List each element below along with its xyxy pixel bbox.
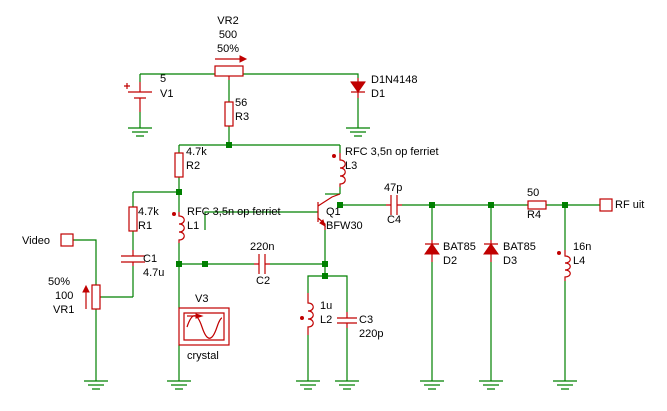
ground-icon: [553, 380, 577, 390]
c2-name: C2: [256, 275, 270, 287]
v3-part: crystal: [187, 350, 219, 362]
d1-part: D1N4148: [371, 74, 417, 86]
r2-name: R2: [186, 160, 200, 172]
inductor-l2-symbol: [300, 293, 314, 335]
inductor-l1-symbol: [172, 212, 185, 243]
l2-value: 1u: [320, 300, 332, 312]
ground-icon: [346, 127, 370, 137]
d3-name: D3: [503, 255, 517, 267]
resistor-r4-symbol: [527, 200, 547, 210]
q1-name: Q1: [326, 206, 341, 218]
l4-name: L4: [573, 255, 585, 267]
ground-icon: [479, 380, 503, 390]
vr1-value: 100: [55, 290, 73, 302]
diode-d2-symbol: [424, 240, 440, 262]
c2-value: 220n: [250, 241, 274, 253]
video-input-port[interactable]: [60, 233, 74, 247]
crystal-v3-symbol: [178, 307, 230, 346]
v3-name: V3: [195, 293, 208, 305]
l1-name: L1: [187, 220, 199, 232]
d3-part: BAT85: [503, 241, 536, 253]
ground-icon: [84, 380, 108, 390]
wires: [73, 73, 600, 381]
capacitor-c1-symbol: [121, 250, 145, 266]
d2-name: D2: [443, 255, 457, 267]
capacitor-c4-symbol: [386, 195, 402, 215]
inductor-l4-symbol: [557, 250, 571, 281]
c1-name: C1: [143, 253, 157, 265]
c4-name: C4: [387, 214, 401, 226]
r3-value: 56: [235, 97, 247, 109]
c3-name: C3: [359, 314, 373, 326]
vr2-value: 500: [219, 29, 237, 41]
l3-value: RFC 3,5n op ferriet: [345, 146, 439, 158]
ground-symbols: [84, 127, 577, 390]
l4-value: 16n: [573, 241, 591, 253]
c1-value: 4.7u: [143, 267, 164, 279]
vr2-setting: 50%: [217, 43, 239, 55]
transistor-q1-symbol: [317, 193, 341, 230]
resistor-r1-symbol: [128, 206, 138, 232]
rf-out-label: RF uit: [615, 199, 644, 211]
ground-icon: [128, 127, 152, 137]
diode-d3-symbol: [483, 240, 499, 262]
d2-part: BAT85: [443, 241, 476, 253]
vr1-setting: 50%: [48, 276, 70, 288]
r3-name: R3: [235, 111, 249, 123]
capacitor-c2-symbol: [254, 254, 270, 274]
vr1-name: VR1: [53, 304, 74, 316]
v1-value: 5: [160, 73, 166, 85]
q1-part: BFW30: [326, 220, 363, 232]
c3-value: 220p: [359, 328, 383, 340]
l2-name: L2: [320, 314, 332, 326]
vr2-name: VR2: [217, 15, 238, 27]
ground-icon: [296, 380, 320, 390]
r4-name: R4: [527, 209, 541, 221]
l3-name: L3: [345, 160, 357, 172]
potentiometer-vr2-symbol: [214, 55, 248, 80]
rf-output-port[interactable]: [599, 198, 613, 212]
resistor-r3-symbol: [224, 101, 234, 127]
battery-v1-symbol: [124, 82, 152, 112]
diode-d1-symbol: [350, 78, 366, 98]
c4-value: 47p: [384, 182, 402, 194]
d1-name: D1: [371, 88, 385, 100]
junction-dots: [176, 142, 568, 279]
v1-name: V1: [160, 88, 173, 100]
l1-value: RFC 3,5n op ferriet: [187, 206, 281, 218]
r1-name: R1: [138, 220, 152, 232]
ground-icon: [420, 380, 444, 390]
r2-value: 4.7k: [186, 146, 207, 158]
capacitor-c3-symbol: [337, 312, 357, 328]
ground-icon: [167, 380, 191, 390]
inductor-l3-symbol: [332, 153, 346, 187]
resistor-r2-symbol: [174, 152, 184, 178]
potentiometer-vr1-symbol: [82, 284, 101, 310]
ground-icon: [335, 380, 359, 390]
r4-value: 50: [527, 187, 539, 199]
labels: VR2 500 50% 5 V1 D1N4148 D1 56 R3 4.7k R…: [22, 15, 644, 362]
r1-value: 4.7k: [138, 206, 159, 218]
video-label: Video: [22, 235, 50, 247]
